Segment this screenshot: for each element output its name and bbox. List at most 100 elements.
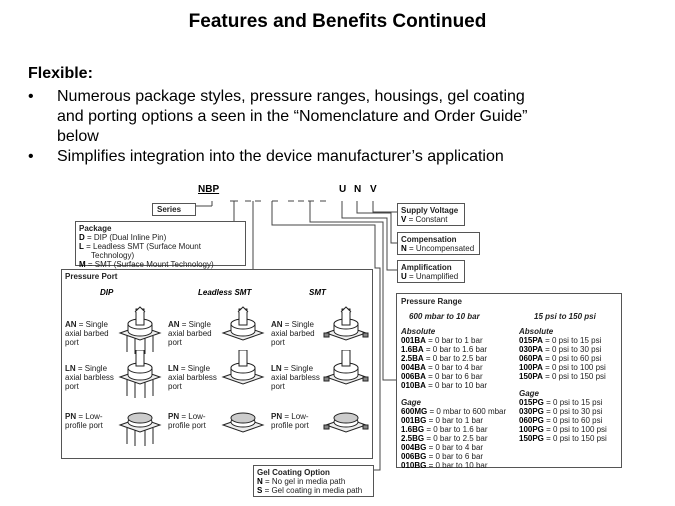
- bullet-line: and porting options a seen in the “Nomen…: [57, 108, 528, 125]
- range-row: 006BA = 0 bar to 6 bar: [401, 372, 506, 381]
- range-code: 030PG: [519, 407, 544, 416]
- desc: = Low-profile port: [168, 412, 206, 430]
- range-row: 150PA = 0 psi to 150 psi: [519, 372, 607, 381]
- range-row: 001BG = 0 bar to 1 bar: [401, 416, 506, 425]
- range-code: 100PA: [519, 363, 543, 372]
- gel-coating-box: Gel Coating Option N = No gel in media p…: [253, 465, 374, 497]
- range-row: 030PA = 0 psi to 30 psi: [519, 345, 607, 354]
- sensor-low-icon: [118, 412, 162, 446]
- bullet-line: Numerous package styles, pressure ranges…: [57, 88, 525, 105]
- range-row: 1.6BA = 0 bar to 1.6 bar: [401, 345, 506, 354]
- compensation-title: Compensation: [401, 235, 457, 244]
- range-desc: = 0 psi to 15 psi: [543, 398, 603, 407]
- range-row: 010BG = 0 bar to 10 bar: [401, 461, 506, 470]
- sensor-barbless-icon: [118, 350, 162, 398]
- range-row: 2.5BG = 0 bar to 2.5 bar: [401, 434, 506, 443]
- port-option-label: AN = Single axial barbed port: [271, 320, 327, 347]
- suffix-u: U: [339, 184, 347, 195]
- port-option-label: AN = Single axial barbed port: [65, 320, 121, 347]
- range-row: 100PG = 0 psi to 100 psi: [519, 425, 607, 434]
- code: N: [401, 244, 407, 253]
- range-code: 004BA: [401, 363, 426, 372]
- code: PN: [271, 412, 283, 421]
- range-desc: = 0 mbar to 600 mbar: [427, 407, 507, 416]
- range-desc: = 0 bar to 1.6 bar: [424, 425, 488, 434]
- range-row: 1.6BG = 0 bar to 1.6 bar: [401, 425, 506, 434]
- part-prefix: NBP: [198, 184, 220, 195]
- range-group-label: Gage: [401, 398, 422, 407]
- sensor-barbed-icon: [323, 306, 369, 341]
- range-desc: = 0 psi to 150 psi: [542, 372, 606, 381]
- desc: = Low-profile port: [65, 412, 103, 430]
- sensor-barbless-icon: [323, 350, 369, 385]
- range-desc: = 0 bar to 2.5 bar: [424, 434, 488, 443]
- range-desc: = 0 psi to 30 psi: [543, 407, 603, 416]
- range-row: 030PG = 0 psi to 30 psi: [519, 407, 607, 416]
- range-desc: = 0 bar to 1 bar: [426, 416, 484, 425]
- range-code: 010BA: [401, 381, 426, 390]
- package-title: Package: [79, 224, 112, 233]
- range-row: 060PG = 0 psi to 60 psi: [519, 416, 607, 425]
- code: PN: [168, 412, 180, 421]
- range-code: 006BG: [401, 452, 427, 461]
- port-option-label: PN = Low-profile port: [271, 412, 327, 430]
- range-row: 015PG = 0 psi to 15 psi: [519, 398, 607, 407]
- range-code: 060PG: [519, 416, 544, 425]
- range-desc: = 0 bar to 6 bar: [426, 452, 484, 461]
- col-leadless-smt: Leadless SMT: [198, 288, 252, 297]
- range-code: 001BG: [401, 416, 427, 425]
- sensor-low-icon: [221, 412, 265, 433]
- series-box: Series: [152, 203, 196, 216]
- range-row: 600MG = 0 mbar to 600 mbar: [401, 407, 506, 416]
- desc: = Single axial barbless port: [168, 364, 217, 391]
- sensor-barbed-icon: [118, 306, 162, 354]
- range-desc: = 0 psi to 15 psi: [542, 336, 602, 345]
- bullet-2: Simplifies integration into the device m…: [57, 147, 657, 167]
- range-code: 006BA: [401, 372, 426, 381]
- range-code: 2.5BA: [401, 354, 424, 363]
- package-box: Package D = DIP (Dual Inline Pin) L = Le…: [75, 221, 246, 269]
- bullet-1: Numerous package styles, pressure ranges…: [57, 87, 657, 147]
- range-code: 060PA: [519, 354, 543, 363]
- range-desc: = 0 bar to 10 bar: [425, 381, 488, 390]
- range-row: 100PA = 0 psi to 100 psi: [519, 363, 607, 372]
- slide-title: Features and Benefits Continued: [188, 11, 487, 32]
- code: M: [79, 260, 86, 269]
- code: LN: [271, 364, 282, 373]
- supply-voltage-box: Supply Voltage V = Constant: [397, 203, 465, 226]
- suffix-v: V: [370, 184, 377, 195]
- range-row: 004BG = 0 bar to 4 bar: [401, 443, 506, 452]
- desc: = Single axial barbless port: [65, 364, 114, 391]
- gel-title: Gel Coating Option: [257, 468, 330, 477]
- range-title: Pressure Range: [401, 297, 462, 306]
- range-desc: = 0 psi to 100 psi: [543, 425, 607, 434]
- port-option-label: LN = Single axial barbless port: [65, 364, 121, 391]
- desc: = No gel in media path: [262, 477, 346, 486]
- range-left-head: 600 mbar to 10 bar: [409, 312, 480, 321]
- range-desc: = 0 psi to 100 psi: [542, 363, 606, 372]
- port-option-label: PN = Low-profile port: [65, 412, 121, 430]
- range-desc: = 0 psi to 30 psi: [542, 345, 602, 354]
- range-row: 150PG = 0 psi to 150 psi: [519, 434, 607, 443]
- desc: Technology): [91, 251, 135, 260]
- compensation-box: Compensation N = Uncompensated: [397, 232, 480, 255]
- range-row: 001BA = 0 bar to 1 bar: [401, 336, 506, 345]
- supply-title: Supply Voltage: [401, 206, 459, 215]
- code: L: [79, 242, 84, 251]
- range-row: 060PA = 0 psi to 60 psi: [519, 354, 607, 363]
- range-row: 2.5BA = 0 bar to 2.5 bar: [401, 354, 506, 363]
- range-code: 100PG: [519, 425, 544, 434]
- amplification-box: Amplification U = Unamplified: [397, 260, 465, 283]
- range-code: 150PA: [519, 372, 543, 381]
- range-code: 600MG: [401, 407, 428, 416]
- desc: = Unamplified: [406, 272, 459, 281]
- bullet-line: Simplifies integration into the device m…: [57, 148, 504, 165]
- desc: = Constant: [406, 215, 448, 224]
- code: U: [401, 272, 407, 281]
- range-code: 030PA: [519, 345, 543, 354]
- desc: = Uncompensated: [406, 244, 475, 253]
- range-desc: = 0 bar to 4 bar: [426, 443, 484, 452]
- pressure-range-box: Pressure Range 600 mbar to 10 bar 15 psi…: [396, 293, 622, 470]
- code: D: [79, 233, 85, 242]
